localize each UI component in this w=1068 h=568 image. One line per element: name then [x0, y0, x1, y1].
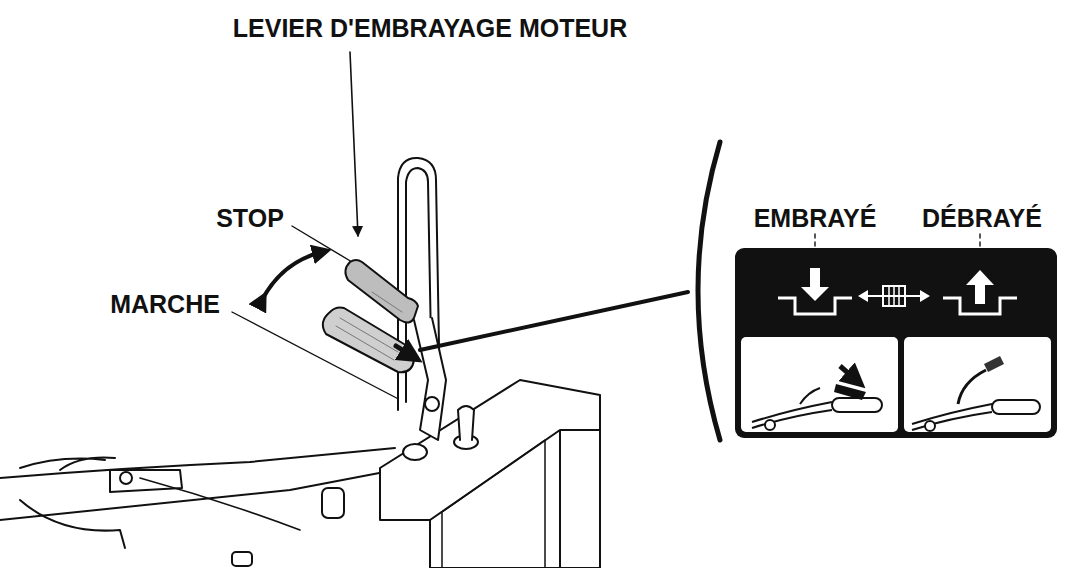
transfer-symbol	[883, 286, 905, 306]
position-label: STOP	[213, 204, 287, 233]
engage-arrow	[396, 346, 412, 356]
up-arrow	[975, 284, 985, 304]
decal-panel	[741, 337, 898, 432]
leader-line	[292, 226, 352, 262]
decal-lever-up	[958, 370, 986, 404]
decal-engage-arrow	[840, 366, 856, 380]
knob	[322, 488, 344, 518]
decal-handle	[752, 410, 832, 428]
control-housing	[380, 380, 600, 568]
clamp-bolt	[120, 472, 132, 484]
clutch-lever	[345, 260, 418, 323]
up-arrow	[966, 270, 994, 285]
decal-lever-up	[984, 356, 1004, 372]
down-arrow	[801, 287, 829, 301]
transfer-symbol	[858, 290, 930, 302]
position-label: MARCHE	[107, 290, 223, 319]
decal-lever-down	[834, 384, 866, 400]
decal-grip	[992, 400, 1040, 414]
state-label: DÉBRAYÉ	[919, 204, 1045, 233]
decal-grip	[832, 398, 882, 412]
lever-pivot	[414, 318, 446, 440]
decal-handle	[912, 412, 992, 430]
grip-texture	[336, 318, 398, 360]
leader-arrow	[350, 52, 358, 236]
throttle-knob	[458, 406, 474, 440]
decal-plate	[735, 248, 1057, 438]
clutch-symbol	[778, 298, 852, 314]
knob	[232, 552, 252, 566]
transfer-symbol	[889, 286, 899, 306]
housing-panel	[442, 440, 545, 568]
cable	[140, 478, 300, 530]
clutch-decal	[735, 248, 1057, 438]
decal-lever-down	[800, 388, 820, 404]
cable	[20, 500, 125, 548]
decal-panel	[904, 337, 1051, 432]
motion-arrow	[262, 252, 322, 300]
pivot-bolt	[425, 397, 439, 411]
state-label: EMBRAYÉ	[751, 204, 880, 233]
lever-shading	[372, 292, 402, 312]
left-lever-clamp	[110, 470, 182, 492]
lever-base	[403, 444, 427, 460]
left-grip	[20, 458, 115, 471]
control-housing	[430, 430, 600, 568]
down-arrow	[810, 268, 820, 288]
part-label: LEVIER D'EMBRAYAGE MOTEUR	[230, 14, 630, 43]
handlebar	[0, 448, 395, 478]
bracket-arc	[698, 142, 720, 440]
decal-pivot	[925, 421, 935, 431]
clutch-symbol	[943, 298, 1017, 314]
decal-pivot	[765, 420, 775, 430]
pointer-line	[420, 292, 688, 350]
